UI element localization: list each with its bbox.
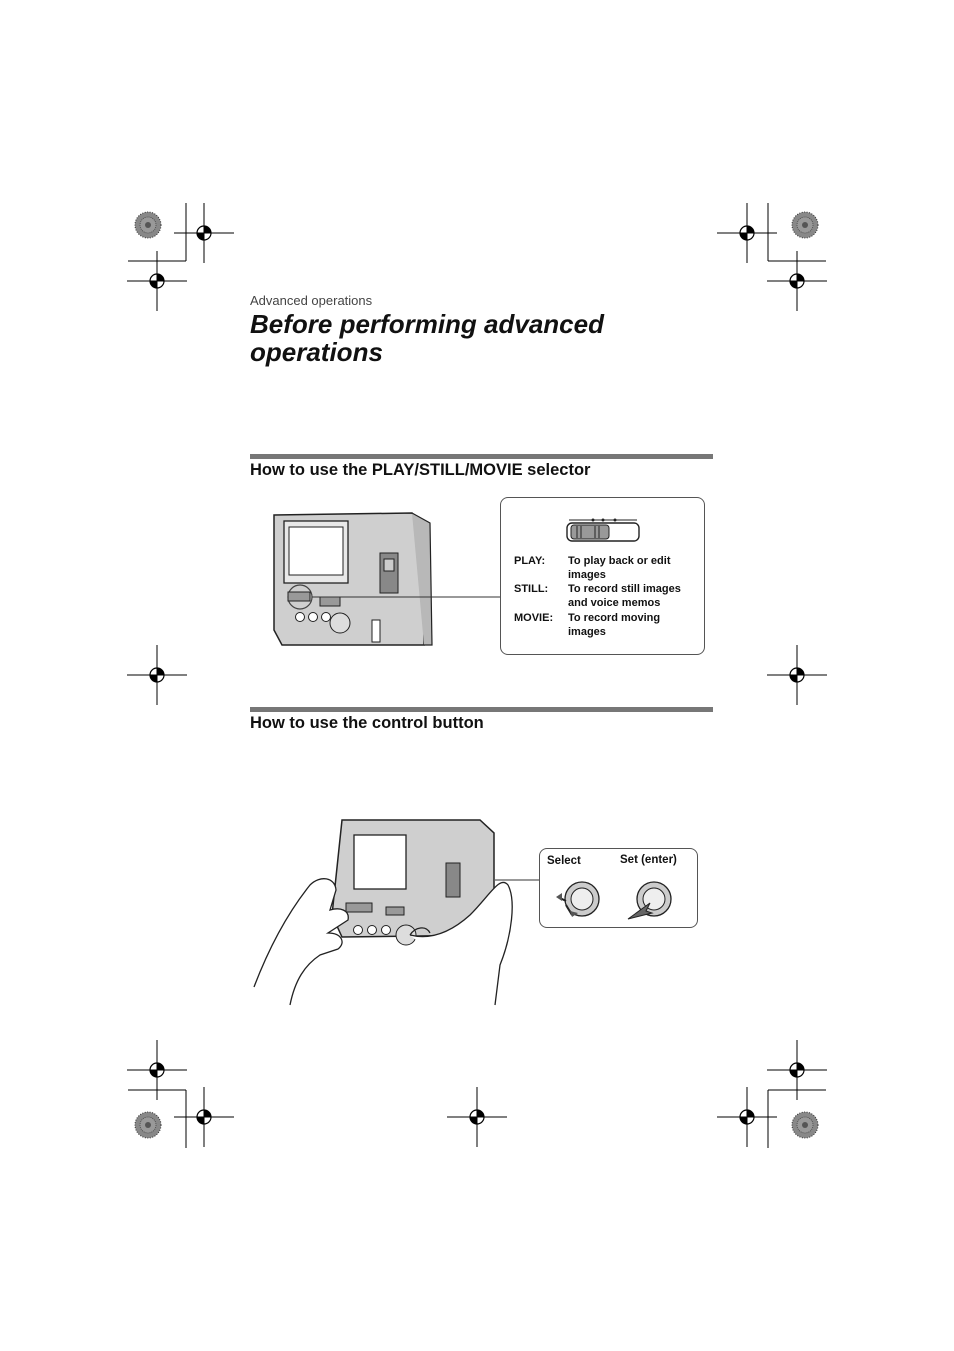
control-button-icon [556, 881, 600, 917]
registration-mark-icon [173, 202, 235, 264]
registration-mark-icon [126, 644, 188, 706]
selector-heading: How to use the PLAY/STILL/MOVIE selector [250, 461, 591, 479]
selector-info-box: PLAY: To play back or edit images STILL:… [500, 497, 705, 655]
mode-desc: To record still images and voice memos [568, 583, 681, 609]
set-label: Set (enter) [620, 854, 677, 866]
control-button-icon [627, 881, 672, 920]
mode-key: PLAY: [514, 555, 546, 567]
registration-mark-icon [126, 1039, 188, 1101]
registration-mark-icon [766, 1039, 828, 1101]
mode-desc: To record moving images [568, 612, 661, 638]
mode-desc: To play back or edit images [568, 555, 671, 581]
page-title: Before performing advanced operations [250, 309, 604, 367]
color-target-icon [134, 1111, 162, 1139]
color-target-icon [791, 1111, 819, 1139]
mode-key: MOVIE: [514, 612, 554, 624]
section-label: Advanced operations [250, 293, 373, 308]
section-rule [250, 454, 713, 459]
hands-holding-camera-illustration [253, 819, 540, 1006]
color-target-icon [791, 211, 819, 239]
registration-mark-icon [766, 644, 828, 706]
select-label: Select [547, 855, 581, 867]
section-rule [250, 707, 713, 712]
selector-switch-icon [566, 518, 640, 542]
registration-mark-icon [126, 250, 188, 312]
registration-mark-icon [446, 1086, 508, 1148]
registration-mark-icon [173, 1086, 235, 1148]
control-button-box: Select Set (enter) [539, 848, 698, 928]
registration-mark-icon [766, 250, 828, 312]
camera-illustration [273, 512, 500, 646]
control-heading: How to use the control button [250, 714, 484, 732]
mode-key: STILL: [514, 583, 549, 595]
color-target-icon [134, 211, 162, 239]
